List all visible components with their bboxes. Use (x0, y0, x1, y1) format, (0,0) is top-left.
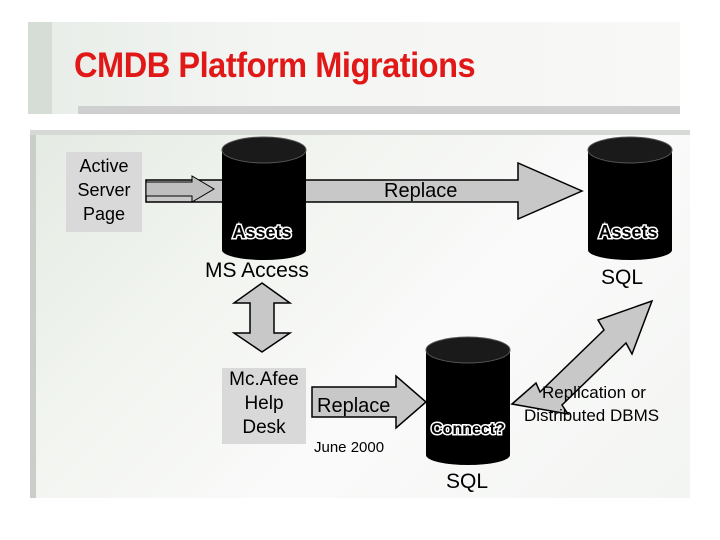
db-left-label: Assets (232, 222, 291, 242)
mcafee-helpdesk-box: Mc.Afee Help Desk (222, 368, 306, 444)
mcafee-line-1: Mc.Afee (229, 369, 299, 390)
replication-double-arrow (510, 299, 654, 416)
asp-line-2: Server (77, 180, 131, 200)
sql-caption-right: SQL (601, 266, 643, 289)
title-frame (28, 22, 680, 114)
replace-label-bottom: Replace (317, 395, 390, 417)
database-bottom-icon (425, 336, 511, 465)
replace-arrow-bottom (311, 374, 428, 430)
replace-label-top: Replace (384, 180, 457, 202)
mcafee-line-3: Desk (242, 417, 286, 438)
db-bottom-label: Connect? (431, 421, 505, 438)
replication-label-line2: Distributed DBMS (524, 406, 659, 425)
database-left-icon (221, 136, 307, 260)
active-server-page-box: Active Server Page (66, 152, 142, 232)
sql-caption-bottom: SQL (446, 470, 488, 493)
database-right-icon (587, 136, 673, 260)
june-2000-label: June 2000 (314, 439, 384, 456)
db-right-label: Assets (598, 222, 657, 242)
replication-label-line1: Replication or (542, 383, 646, 402)
asp-input-arrow (145, 175, 215, 203)
replace-arrow-top (145, 161, 584, 221)
asp-line-3: Page (82, 204, 126, 224)
mcafee-line-2: Help (244, 393, 284, 414)
ms-access-caption: MS Access (205, 259, 309, 282)
sync-double-arrow (231, 282, 293, 353)
asp-line-1: Active (79, 156, 129, 176)
page-title: CMDB Platform Migrations (74, 46, 476, 85)
